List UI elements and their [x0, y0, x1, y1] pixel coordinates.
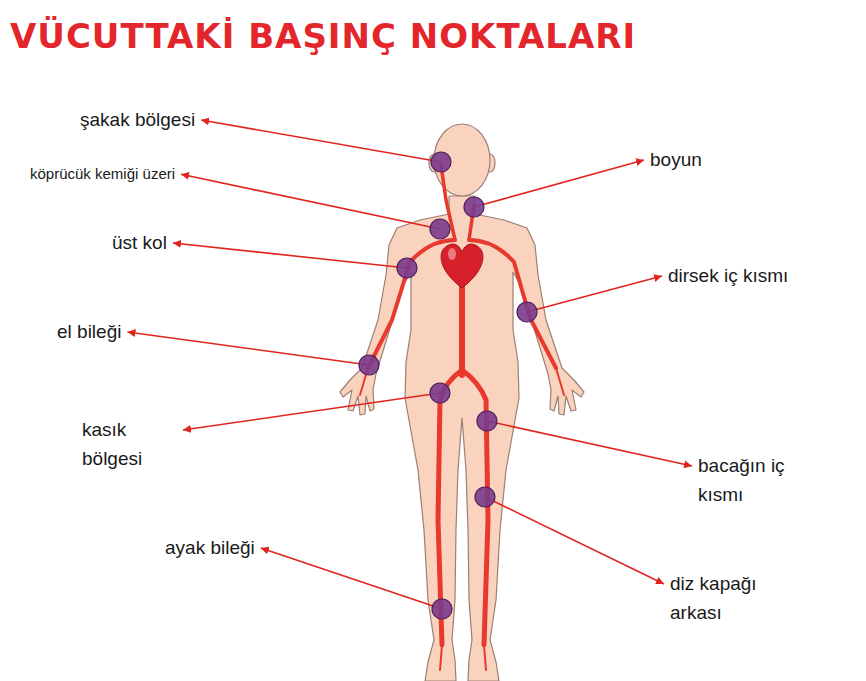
pressure-point — [477, 411, 497, 431]
pressure-point — [397, 258, 417, 278]
leader-arrow — [201, 120, 441, 162]
pressure-point — [432, 599, 452, 619]
point-label: el bileği — [57, 318, 121, 347]
artery — [469, 205, 474, 240]
leader-arrow — [173, 243, 407, 268]
point-label: boyun — [650, 146, 702, 175]
artery — [484, 645, 486, 670]
leader-arrow — [183, 393, 440, 430]
point-label: üst kol — [112, 229, 167, 258]
label-box: bacağın iç kısmı — [698, 452, 810, 509]
arteries — [360, 165, 564, 670]
label-box: diz kapağı arkası — [670, 570, 782, 627]
leader-arrow — [181, 174, 440, 229]
point-label: köprücük kemiği üzeri — [30, 163, 175, 186]
pressure-point — [517, 302, 537, 322]
artery — [459, 262, 465, 375]
pressure-point — [464, 197, 484, 217]
artery — [462, 370, 488, 645]
label-box: köprücük kemiği üzeri — [30, 163, 175, 186]
heart-highlight — [448, 248, 456, 260]
artery — [368, 240, 455, 368]
ear — [429, 154, 439, 172]
ear — [485, 154, 495, 172]
leader-arrow — [261, 548, 442, 609]
point-label: diz kapağı arkası — [670, 570, 782, 627]
artery — [556, 368, 564, 395]
pressure-point — [359, 355, 379, 375]
leader-arrow — [474, 160, 644, 207]
point-label: ayak bileği — [165, 534, 255, 563]
pressure-point — [475, 487, 495, 507]
point-label: kasık bölgesi — [82, 416, 177, 473]
label-box: ayak bileği — [165, 534, 255, 563]
pressure-point — [430, 219, 450, 239]
artery — [440, 645, 442, 670]
leader-arrow — [487, 421, 692, 466]
title: VÜCUTTAKİ BAŞINÇ NOKTALARI — [10, 16, 636, 56]
artery — [441, 165, 455, 240]
point-label: şakak bölgesi — [80, 106, 195, 135]
leader-arrow — [485, 497, 664, 584]
artery — [360, 368, 368, 395]
artery — [469, 240, 556, 368]
point-label: dirsek iç kısmı — [668, 262, 788, 291]
body-outline — [340, 196, 584, 681]
label-box: dirsek iç kısmı — [668, 262, 788, 291]
title-box: VÜCUTTAKİ BAŞINÇ NOKTALARI — [10, 16, 636, 56]
label-box: kasık bölgesi — [82, 416, 177, 473]
label-box: el bileği — [57, 318, 121, 347]
artery — [438, 370, 462, 645]
pressure-point — [430, 383, 450, 403]
pressure-point — [431, 152, 451, 172]
leader-arrow — [127, 332, 369, 365]
head — [434, 124, 490, 196]
label-box: üst kol — [112, 229, 167, 258]
leader-arrow — [527, 276, 662, 312]
point-label: bacağın iç kısmı — [698, 452, 810, 509]
label-box: şakak bölgesi — [80, 106, 195, 135]
heart — [441, 244, 483, 288]
label-box: boyun — [650, 146, 702, 175]
